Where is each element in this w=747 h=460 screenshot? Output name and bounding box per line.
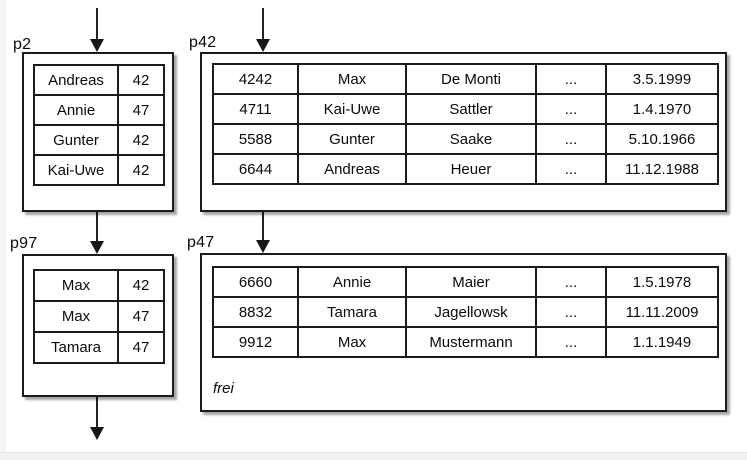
table-cell: Sattler xyxy=(405,93,537,125)
arrow-head-down-icon xyxy=(256,39,270,52)
table-cell: ... xyxy=(535,93,607,125)
table-cell: Kai-Uwe xyxy=(297,93,407,125)
bottom-edge-strip xyxy=(0,452,747,460)
arrow-into-p2-icon xyxy=(90,8,104,52)
table-cell: Gunter xyxy=(297,123,407,155)
table-cell: Andreas xyxy=(33,64,119,96)
arrow-shaft xyxy=(96,8,98,39)
table-cell: 42 xyxy=(117,124,165,156)
arrow-out-of-p97-icon xyxy=(90,397,104,440)
table-cell: 47 xyxy=(117,300,165,333)
table-cell: Annie xyxy=(33,94,119,126)
table-cell: Max xyxy=(33,269,119,302)
table-cell: 6660 xyxy=(212,266,299,298)
table-cell: ... xyxy=(535,296,607,328)
arrow-head-down-icon xyxy=(90,39,104,52)
free-space-label: frei xyxy=(213,380,234,397)
arrow-head-down-icon xyxy=(256,240,270,253)
table-cell: 42 xyxy=(117,269,165,302)
table-cell: 6644 xyxy=(212,153,299,185)
table-cell: 42 xyxy=(117,154,165,186)
table-cell: Tamara xyxy=(33,331,119,364)
table-cell: ... xyxy=(535,153,607,185)
table-cell: 8832 xyxy=(212,296,299,328)
table-cell: De Monti xyxy=(405,63,537,95)
table-cell: ... xyxy=(535,326,607,358)
table-cell: Jagellowsk xyxy=(405,296,537,328)
table-cell: 4242 xyxy=(212,63,299,95)
table-cell: Heuer xyxy=(405,153,537,185)
table-cell: ... xyxy=(535,123,607,155)
table-cell: 47 xyxy=(117,94,165,126)
table-cell: ... xyxy=(535,63,607,95)
table-cell: Annie xyxy=(297,266,407,298)
page-label-p97: p97 xyxy=(10,235,38,252)
table-cell: Andreas xyxy=(297,153,407,185)
table-cell: 3.5.1999 xyxy=(605,63,719,95)
arrow-p2-to-p97-icon xyxy=(90,212,104,254)
arrow-shaft xyxy=(262,212,264,240)
page-label-p42: p42 xyxy=(189,34,217,51)
arrow-shaft xyxy=(96,212,98,241)
page-label-p2: p2 xyxy=(13,36,32,53)
arrow-shaft xyxy=(96,397,98,427)
table-cell: 5588 xyxy=(212,123,299,155)
arrow-p42-to-p47-icon xyxy=(256,212,270,253)
page-label-p47: p47 xyxy=(187,234,215,251)
left-edge-strip xyxy=(0,0,6,460)
table-cell: 11.12.1988 xyxy=(605,153,719,185)
table-cell: Kai-Uwe xyxy=(33,154,119,186)
table-cell: 5.10.1966 xyxy=(605,123,719,155)
table-cell: Max xyxy=(297,63,407,95)
table-cell: 1.5.1978 xyxy=(605,266,719,298)
table-cell: 11.11.2009 xyxy=(605,296,719,328)
table-cell: 1.1.1949 xyxy=(605,326,719,358)
arrow-head-down-icon xyxy=(90,241,104,254)
table-cell: Tamara xyxy=(297,296,407,328)
table-cell: Max xyxy=(33,300,119,333)
table-cell: Maier xyxy=(405,266,537,298)
table-cell: 1.4.1970 xyxy=(605,93,719,125)
table-cell: Max xyxy=(297,326,407,358)
arrow-into-p42-icon xyxy=(256,8,270,52)
table-cell: 47 xyxy=(117,331,165,364)
arrow-shaft xyxy=(262,8,264,39)
arrow-head-down-icon xyxy=(90,427,104,440)
table-cell: 42 xyxy=(117,64,165,96)
table-cell: 4711 xyxy=(212,93,299,125)
table-cell: Saake xyxy=(405,123,537,155)
table-cell: Gunter xyxy=(33,124,119,156)
table-cell: ... xyxy=(535,266,607,298)
table-cell: 9912 xyxy=(212,326,299,358)
table-cell: Mustermann xyxy=(405,326,537,358)
